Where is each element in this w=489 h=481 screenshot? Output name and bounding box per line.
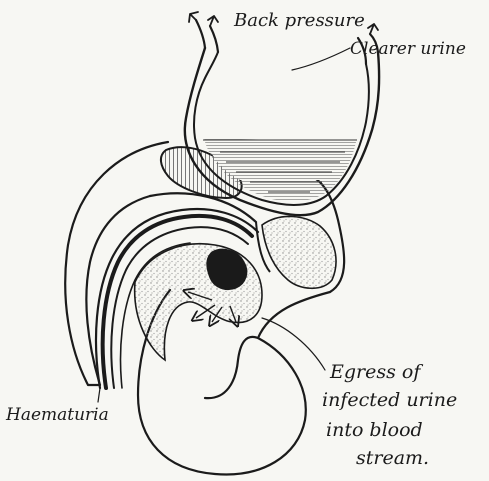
back-pressure-arrow-far-right [368,24,378,34]
egress-label-line2: infected urine [322,389,457,411]
back-pressure-arrow-right [208,16,218,26]
left-ureter-outer [196,20,205,48]
left-ureter-inner [210,26,218,52]
back-pressure-label: Back pressure [233,10,365,31]
egress-leader [262,318,325,370]
posterior-stippled-region [262,216,336,288]
clearer-urine-label: Clearer urine [350,39,466,59]
back-pressure-arrow-left [189,12,198,22]
haematuria-label: Haematuria [5,405,109,425]
haematuria-leader [98,388,100,402]
egress-label-line1: Egress of [329,361,423,383]
egress-label-line3: into blood [326,419,423,441]
egress-label-line4: stream. [356,447,429,469]
